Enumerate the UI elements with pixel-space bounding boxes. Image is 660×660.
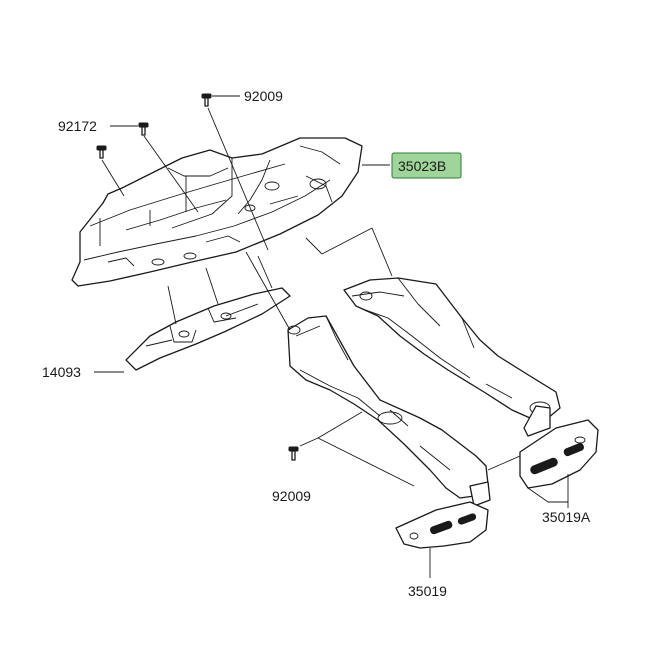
bolt-92172-icon [138, 122, 149, 136]
label-35019: 35019 [408, 583, 447, 599]
highlight-35023B [391, 152, 462, 179]
leader-lines [94, 95, 569, 578]
left-side-cover-part [287, 315, 489, 499]
undertray-part [71, 137, 363, 287]
label-92009-bottom: 92009 [272, 488, 311, 504]
label-92172: 92172 [58, 118, 97, 134]
label-14093: 14093 [42, 364, 81, 380]
bolt-left-icon [96, 145, 107, 159]
label-35019A: 35019A [542, 509, 591, 525]
label-35023B: 35023B [398, 158, 446, 174]
label-92009-top: 92009 [244, 88, 283, 104]
right-side-cover-part [343, 277, 561, 419]
footrest-bracket-left-part [395, 481, 491, 549]
screw-92009-top-icon [201, 93, 212, 107]
footrest-bracket-right-part [519, 405, 599, 489]
screw-92009-bottom-icon [288, 446, 299, 461]
bracket-part [125, 287, 291, 371]
